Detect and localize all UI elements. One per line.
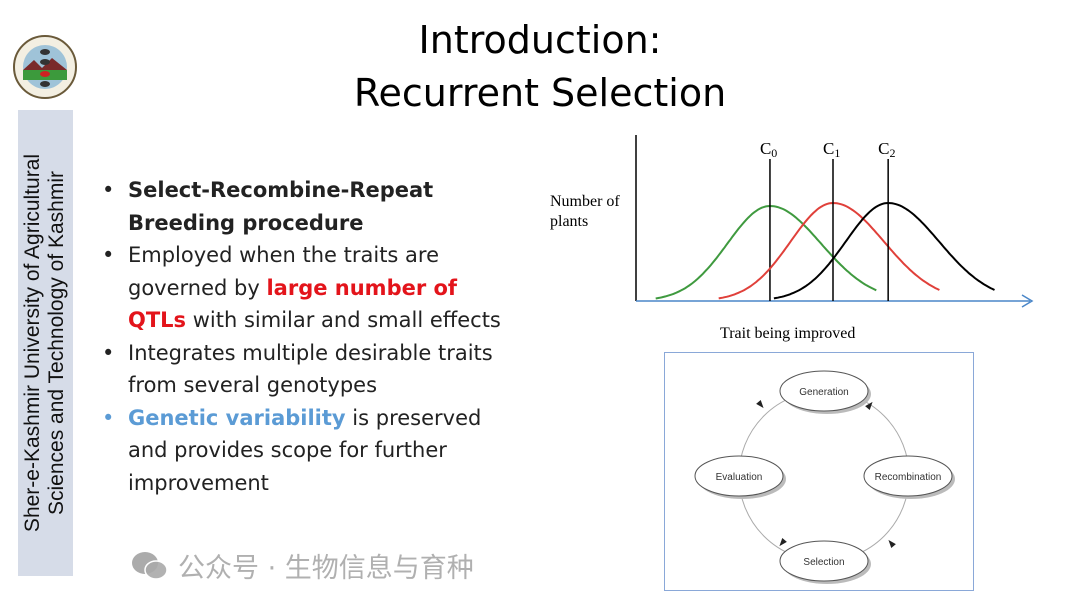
node-selection — [779, 540, 869, 582]
institution-line-2: Sciences and Technology of Kashmir — [45, 171, 68, 515]
y-axis-label-1: Number of — [550, 193, 620, 210]
bullet-item: Select-Recombine-Repeat Breeding procedu… — [100, 174, 520, 239]
bullet-highlight: large number of QTLs — [128, 275, 458, 333]
curve-c1 — [718, 201, 940, 300]
x-axis-label: Trait being improved — [720, 325, 855, 342]
bullet-text: with similar and small effects — [186, 308, 501, 332]
node-evaluation — [694, 455, 784, 497]
x-axis-arrow-icon — [1021, 294, 1034, 308]
y-axis-label-2: plants — [550, 213, 588, 230]
node-label: Evaluation — [716, 472, 763, 483]
curve-c2 — [773, 201, 995, 300]
bullet-item: Employed when the traits are governed by… — [100, 239, 520, 337]
institution-line-1: Sher-e-Kashmir University of Agricultura… — [21, 153, 44, 533]
arrow-icon — [756, 400, 764, 409]
bullet-item: Integrates multiple desirable traits fro… — [100, 337, 520, 402]
arrow-icon — [779, 538, 787, 547]
institution-band — [18, 110, 73, 576]
university-logo — [13, 35, 77, 99]
wechat-icon — [132, 551, 168, 580]
bullet-text: Employed when the traits are governed by — [128, 243, 440, 300]
slide-title: Introduction: Recurrent Selection — [300, 14, 780, 120]
node-generation — [779, 370, 869, 412]
institution-name: Sher-e-Kashmir University of Agricultura… — [21, 113, 69, 573]
distribution-chart: Number of plants Trait being improved C0… — [550, 135, 1034, 342]
cycle-label-c2: C2 — [878, 139, 895, 160]
watermark-text: 公众号 · 生物信息与育种 — [178, 553, 474, 584]
bullet-highlight: Genetic variability — [128, 405, 346, 430]
arrow-icon — [865, 401, 873, 410]
bullet-text: is preserved and provides scope for furt… — [128, 405, 482, 495]
node-label: Recombination — [875, 472, 942, 483]
cycle-label-c0: C0 — [760, 139, 777, 160]
watermark: 公众号 · 生物信息与育种 — [130, 546, 474, 585]
cycle-label-c1: C1 — [823, 139, 840, 160]
bullet-text: Integrates multiple desirable traits fro… — [128, 340, 493, 398]
bullet-item: Genetic variability is preserved and pro… — [100, 402, 520, 500]
node-label: Generation — [799, 387, 848, 398]
curve-c0 — [655, 204, 877, 300]
title-line-1: Introduction: — [418, 18, 662, 62]
bullet-list: Select-Recombine-Repeat Breeding procedu… — [100, 174, 520, 499]
node-label: Selection — [803, 557, 844, 568]
bullet-text: Select-Recombine-Repeat Breeding procedu… — [128, 178, 434, 235]
arrow-icon — [888, 539, 896, 548]
title-line-2: Recurrent Selection — [353, 71, 727, 115]
node-recombination — [863, 455, 953, 497]
